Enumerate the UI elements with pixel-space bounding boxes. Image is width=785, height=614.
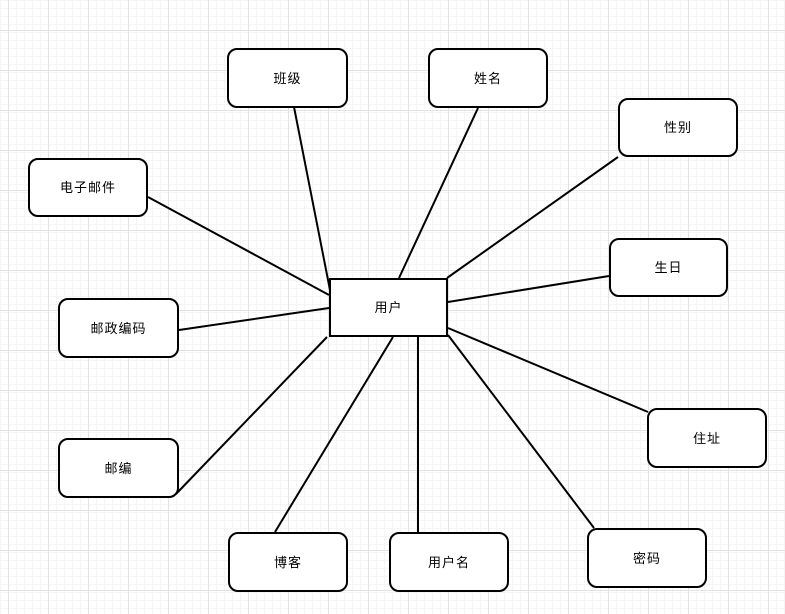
node-postal-code[interactable]: 邮政编码 bbox=[58, 298, 179, 358]
node-label-user: 用户 bbox=[374, 300, 403, 315]
node-email[interactable]: 电子邮件 bbox=[28, 158, 148, 217]
node-label-email: 电子邮件 bbox=[59, 180, 116, 195]
node-label-gender: 性别 bbox=[663, 120, 692, 135]
node-username[interactable]: 用户名 bbox=[389, 532, 509, 592]
node-class[interactable]: 班级 bbox=[227, 48, 348, 108]
edge-blog-user[interactable] bbox=[274, 336, 394, 533]
node-label-birthday: 生日 bbox=[654, 260, 683, 275]
node-label-username: 用户名 bbox=[427, 554, 470, 570]
node-label-class: 班级 bbox=[273, 70, 302, 86]
edge-address-user[interactable] bbox=[447, 327, 649, 413]
node-label-address: 住址 bbox=[692, 430, 721, 446]
edge-birthday-user[interactable] bbox=[447, 275, 610, 303]
edge-email-user[interactable] bbox=[147, 196, 330, 296]
node-birthday[interactable]: 生日 bbox=[609, 238, 728, 297]
node-password[interactable]: 密码 bbox=[587, 528, 707, 588]
edge-password-user[interactable] bbox=[447, 334, 595, 529]
edge-gender-user[interactable] bbox=[446, 156, 619, 279]
node-gender[interactable]: 性别 bbox=[618, 98, 738, 157]
node-user[interactable]: 用户 bbox=[329, 278, 448, 337]
edge-postal-code-user[interactable] bbox=[178, 307, 330, 331]
node-label-zip: 邮编 bbox=[104, 460, 133, 476]
node-label-name: 姓名 bbox=[473, 70, 502, 86]
edge-class-user[interactable] bbox=[293, 106, 331, 291]
node-label-blog: 博客 bbox=[273, 554, 302, 570]
node-address[interactable]: 住址 bbox=[647, 408, 767, 468]
node-name[interactable]: 姓名 bbox=[428, 48, 548, 108]
edge-zip-user[interactable] bbox=[175, 336, 328, 495]
node-label-postal-code: 邮政编码 bbox=[90, 320, 147, 336]
edge-name-user[interactable] bbox=[398, 107, 479, 279]
node-blog[interactable]: 博客 bbox=[228, 532, 348, 592]
node-label-password: 密码 bbox=[632, 550, 661, 566]
node-zip[interactable]: 邮编 bbox=[58, 438, 179, 498]
